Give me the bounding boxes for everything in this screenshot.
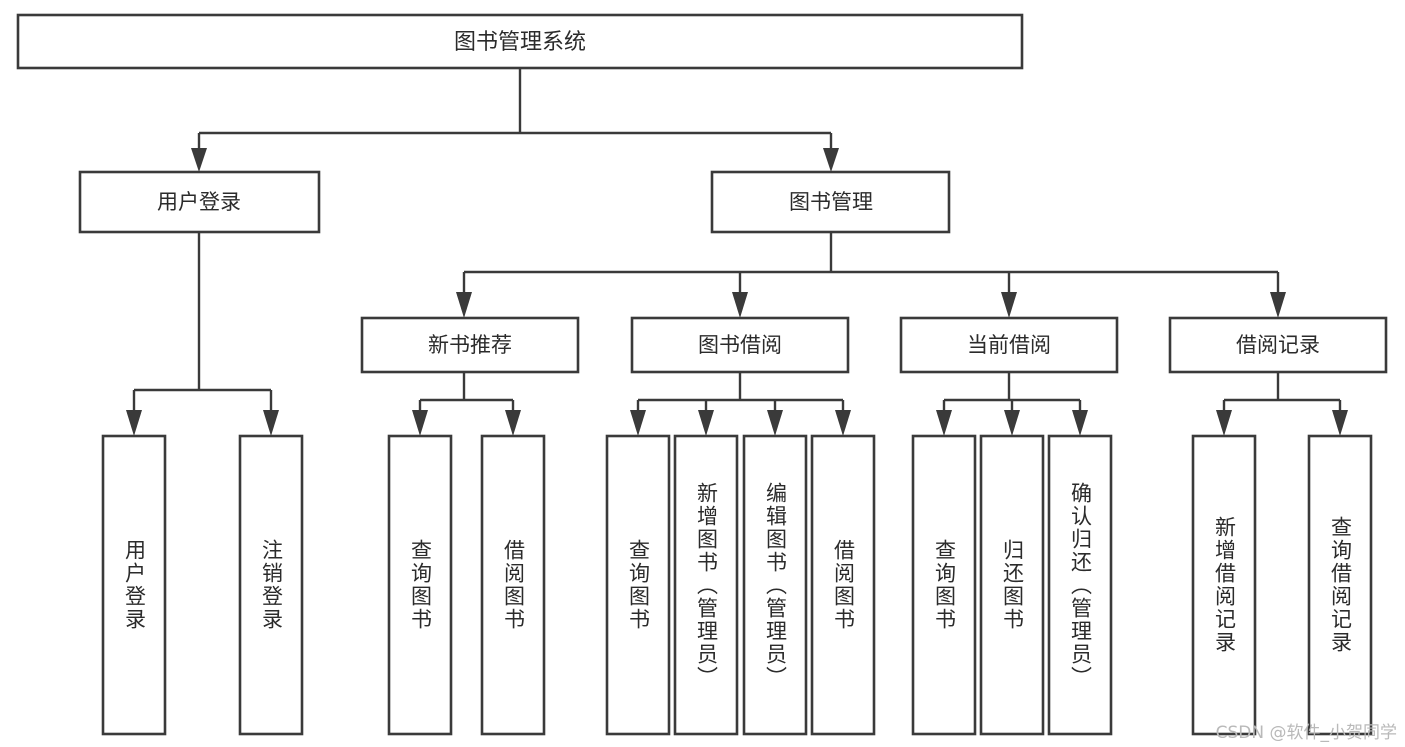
- node-leaf-return-book-box[interactable]: [979, 434, 1045, 736]
- arrowhead-leaf-borrow-book-1: [505, 410, 521, 436]
- arrowhead-leaf-borrow-book-2: [835, 410, 851, 436]
- node-new-book-rec-label: 新书推荐: [428, 333, 512, 357]
- arrowhead-leaf-query-book-2: [630, 410, 646, 436]
- arrowhead-leaf-add-book: [698, 410, 714, 436]
- node-current-borrow[interactable]: 当前借阅: [899, 316, 1119, 374]
- node-leaf-user-logout-box[interactable]: [238, 434, 304, 736]
- arrowhead-leaf-add-record: [1216, 410, 1232, 436]
- arrowhead-leaf-query-record: [1332, 410, 1348, 436]
- arrowhead-leaf-query-book-1: [412, 410, 428, 436]
- node-book-borrow-box[interactable]: [630, 316, 850, 374]
- arrowhead-current-borrow: [1001, 292, 1017, 318]
- arrowhead-new-book-rec: [456, 292, 472, 318]
- node-leaf-query-book-3-box[interactable]: [911, 434, 977, 736]
- node-user-login-label: 用户登录: [157, 190, 241, 214]
- arrowhead-leaf-user-logout: [263, 410, 279, 436]
- node-leaf-add-book-box[interactable]: [673, 434, 739, 736]
- arrowhead-leaf-confirm-return: [1072, 410, 1088, 436]
- node-leaf-borrow-book-1-box[interactable]: [480, 434, 546, 736]
- node-leaf-user-login-box[interactable]: [101, 434, 167, 736]
- arrowhead-leaf-return-book: [1004, 410, 1020, 436]
- node-borrow-record[interactable]: 借阅记录: [1168, 316, 1388, 374]
- node-leaf-query-book-1-box[interactable]: [387, 434, 453, 736]
- arrowhead-leaf-edit-book: [767, 410, 783, 436]
- arrowhead-leaf-user-login: [126, 410, 142, 436]
- node-leaf-borrow-book-2-box[interactable]: [810, 434, 876, 736]
- node-leaf-query-record-box[interactable]: [1307, 434, 1373, 736]
- node-user-login-box[interactable]: [78, 170, 321, 234]
- node-leaf-edit-book-box[interactable]: [742, 434, 808, 736]
- arrowhead-leaf-query-book-3: [936, 410, 952, 436]
- node-leaf-query-book-2-box[interactable]: [605, 434, 671, 736]
- node-borrow-record-box[interactable]: [1168, 316, 1388, 374]
- node-book-borrow[interactable]: 图书借阅: [630, 316, 850, 374]
- arrowhead-book-borrow: [732, 292, 748, 318]
- node-root[interactable]: 图书管理系统: [16, 13, 1024, 70]
- node-new-book-rec-box[interactable]: [360, 316, 580, 374]
- node-root-box[interactable]: [16, 13, 1024, 70]
- node-current-borrow-box[interactable]: [899, 316, 1119, 374]
- node-book-manage-label: 图书管理: [789, 190, 873, 214]
- node-user-login[interactable]: 用户登录: [78, 170, 321, 234]
- node-book-borrow-label: 图书借阅: [698, 333, 782, 357]
- csdn-watermark: CSDN @软件_小贺同学: [1215, 723, 1397, 743]
- node-book-manage[interactable]: 图书管理: [710, 170, 951, 234]
- node-current-borrow-label: 当前借阅: [967, 333, 1051, 357]
- arrowhead-borrow-record: [1270, 292, 1286, 318]
- arrowhead-book-manage: [823, 148, 839, 172]
- node-borrow-record-label: 借阅记录: [1236, 333, 1320, 357]
- node-leaf-add-record-box[interactable]: [1191, 434, 1257, 736]
- node-root-label: 图书管理系统: [454, 30, 586, 55]
- node-leaf-confirm-return-box[interactable]: [1047, 434, 1113, 736]
- arrowhead-user-login: [191, 148, 207, 172]
- connectors: [126, 68, 1348, 436]
- node-new-book-rec[interactable]: 新书推荐: [360, 316, 580, 374]
- node-book-manage-box[interactable]: [710, 170, 951, 234]
